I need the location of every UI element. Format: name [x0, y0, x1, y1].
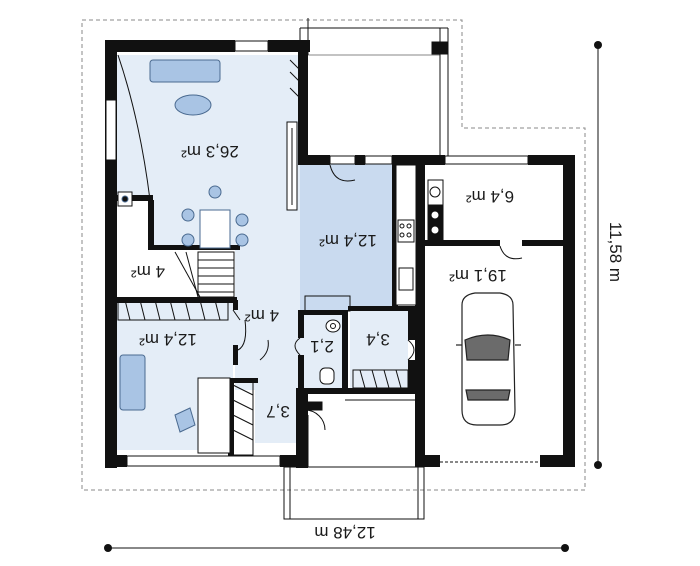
wardrobes [117, 295, 409, 456]
staircase [174, 251, 235, 298]
room-label-vestibule: 3,7 [266, 402, 290, 421]
vestibule-floor [255, 388, 300, 443]
width-dimension [104, 544, 569, 552]
car [456, 292, 521, 426]
room-label-hall: 4 m² [245, 306, 279, 325]
living-furniture [117, 59, 298, 249]
room-label-garage: 19,1 m² [449, 266, 507, 285]
boiler-appliances [427, 179, 444, 241]
room-label-kitchen: 12,4 m² [319, 231, 377, 250]
sofa [149, 59, 221, 83]
entrance-steps [283, 399, 425, 520]
armchair [119, 354, 146, 411]
roof-outline [81, 19, 586, 491]
room-label-study: 12,4 m² [139, 330, 197, 349]
study-furniture [119, 354, 231, 454]
room-label-bath: 3,4 [366, 330, 390, 349]
room-label-wc: 2,1 [310, 337, 334, 356]
desk-chair [174, 407, 196, 433]
room-label-stair: 4 m² [131, 262, 165, 281]
bathroom-fixtures [319, 319, 341, 385]
living-floor [115, 55, 320, 245]
coffee-table [174, 94, 212, 116]
depth-label: 11,58 m [606, 222, 625, 282]
terrace-frame [299, 18, 449, 160]
kitchen-floor [300, 160, 395, 310]
bath-floor [350, 310, 408, 390]
depth-dimension [594, 41, 602, 469]
dining-table [199, 209, 231, 249]
windows [105, 40, 529, 467]
width-label: 12,48 m [314, 523, 375, 542]
kitchen-counter [395, 164, 417, 306]
doors [232, 59, 523, 432]
room-label-boiler: 6,4 m² [466, 187, 515, 206]
room-label-living: 26,3 m² [181, 142, 239, 161]
curtain-curve [117, 54, 151, 201]
desk [197, 377, 231, 454]
